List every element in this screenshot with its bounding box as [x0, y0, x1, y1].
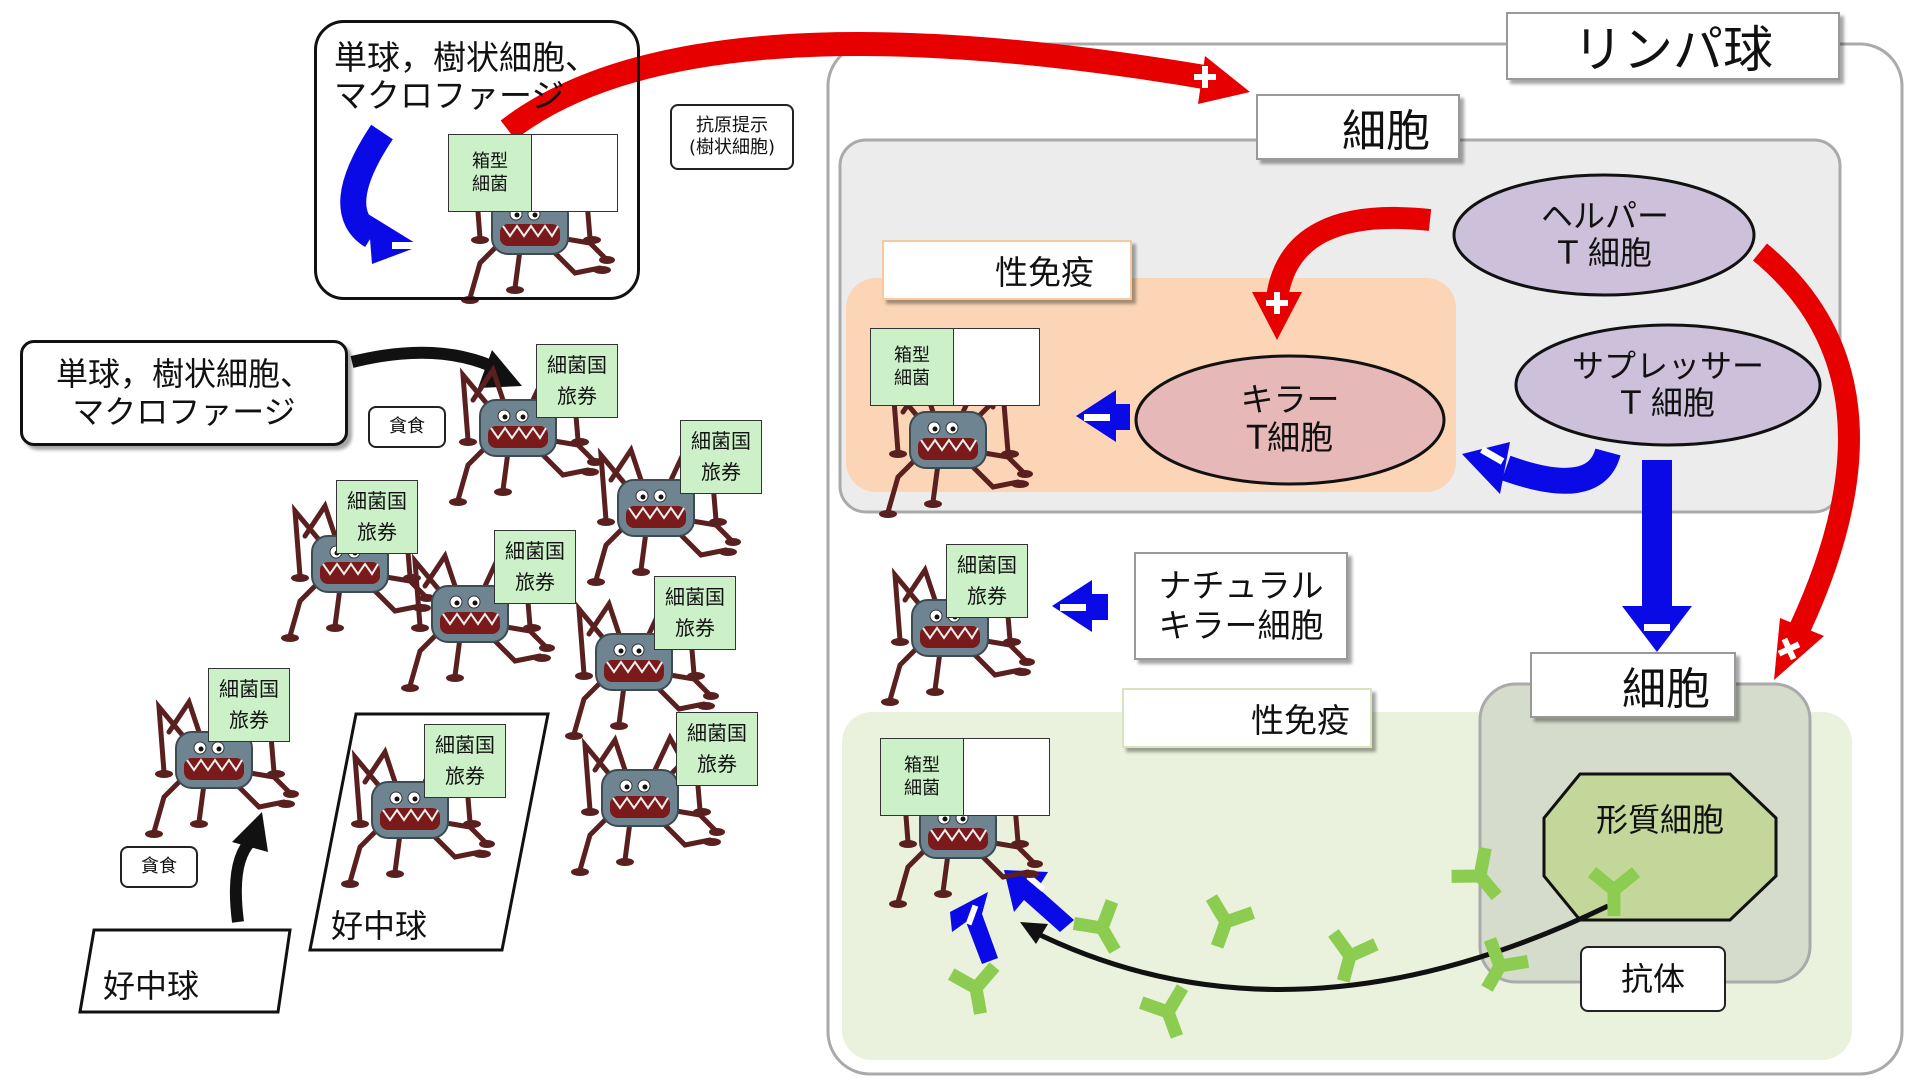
nk-cell-label: ナチュラル キラー細胞	[1134, 552, 1348, 660]
helper-t-cell-label: ヘルパー T 細胞	[1540, 197, 1669, 272]
phagocytosis-label-1: 貪食	[368, 406, 446, 448]
antigen-presentation-arrowhead	[1198, 56, 1250, 104]
helper-t-cell-shape	[1452, 173, 1756, 297]
box-bacterium-icon	[954, 329, 1039, 405]
antibody-callout: 抗体	[1580, 946, 1726, 1012]
helper-to-b-cell-arrow	[1752, 243, 1860, 633]
suppressor-to-killer-arrow	[1501, 447, 1621, 494]
passport-tag: 細菌国 旅券	[680, 420, 762, 494]
neutrophil-label-large: 好中球	[330, 906, 427, 945]
neutrophil-shape-bottom	[78, 928, 292, 1014]
apc-box-bacteria-tag: 箱型 細菌	[448, 134, 618, 212]
killer-t-cell-label: キラー T細胞	[1240, 380, 1340, 457]
passport-tag: 細菌国 旅券	[336, 480, 418, 554]
helper-to-b-cell-arrowhead	[1774, 618, 1824, 680]
passport-tag: 細菌国 旅券	[654, 576, 736, 650]
cellular-immunity-label: 性免疫	[882, 240, 1132, 300]
box-bacteria-label: 箱型 細菌	[881, 739, 964, 815]
box-bacterium-icon	[532, 135, 617, 211]
apc-top-label: 単球，樹状細胞、 マクロファージ	[334, 38, 598, 115]
antigen-presentation-arrow	[500, 32, 1213, 140]
antigen-presentation-callout: 抗原提示 (樹状細胞)	[670, 104, 794, 170]
passport-tag: 細菌国 旅券	[536, 344, 618, 418]
passport-tag: 細菌国 旅券	[676, 712, 758, 786]
killer-box-bacteria-tag: 箱型 細菌	[870, 328, 1040, 406]
apc-self-suppress-arrow	[340, 124, 393, 248]
passport-tag: 細菌国 旅券	[208, 668, 290, 742]
antibody-suppress-arrow-2	[1004, 870, 1074, 932]
antibody-flow-arrow	[1028, 903, 1610, 992]
helper-to-killer-arrow	[1266, 206, 1432, 300]
helper-to-killer-arrowhead	[1252, 292, 1302, 340]
b-cell-header: 細胞	[1530, 652, 1736, 718]
suppressor-to-b-cell-arrow	[1642, 460, 1672, 610]
phagocytosis-arrow-mid	[350, 346, 503, 376]
passport-tag: 細菌国 旅券	[424, 724, 506, 798]
suppressor-t-cell-shape	[1514, 323, 1822, 447]
passport-tag: 細菌国 旅券	[946, 544, 1028, 618]
apc-top-box	[314, 20, 640, 300]
box-bacteria-label: 箱型 細菌	[449, 135, 532, 211]
plasma-cell-label: 形質細胞	[1595, 800, 1724, 839]
passport-tag: 細菌国 旅券	[494, 530, 576, 604]
humoral-immunity-label: 性免疫	[1122, 688, 1372, 748]
antibody-suppress-arrow-1	[950, 892, 998, 964]
plus-sign-icon	[1194, 66, 1801, 661]
phagocytosis-arrow-bottom	[229, 835, 257, 923]
suppressor-t-cell-label: サプレッサー T 細胞	[1571, 347, 1764, 422]
box-bacterium-icon	[964, 739, 1049, 815]
humoral-box-bacteria-tag: 箱型 細菌	[880, 738, 1050, 816]
killer-t-cell-shape	[1134, 354, 1446, 486]
t-cell-header: 細胞	[1256, 94, 1460, 160]
phagocytosis-label-2: 貪食	[120, 846, 198, 888]
phagocytosis-arrowhead-bottom	[232, 812, 268, 852]
apc-self-suppress-arrowhead	[368, 214, 420, 264]
apc-mid-label: 単球，樹状細胞、 マクロファージ	[20, 340, 348, 446]
box-bacteria-label: 箱型 細菌	[871, 329, 954, 405]
neutrophil-label-bottom: 好中球	[102, 966, 199, 1005]
lymphocyte-title: リンパ球	[1506, 12, 1840, 80]
antibody-flow-arrowhead	[1020, 922, 1048, 944]
